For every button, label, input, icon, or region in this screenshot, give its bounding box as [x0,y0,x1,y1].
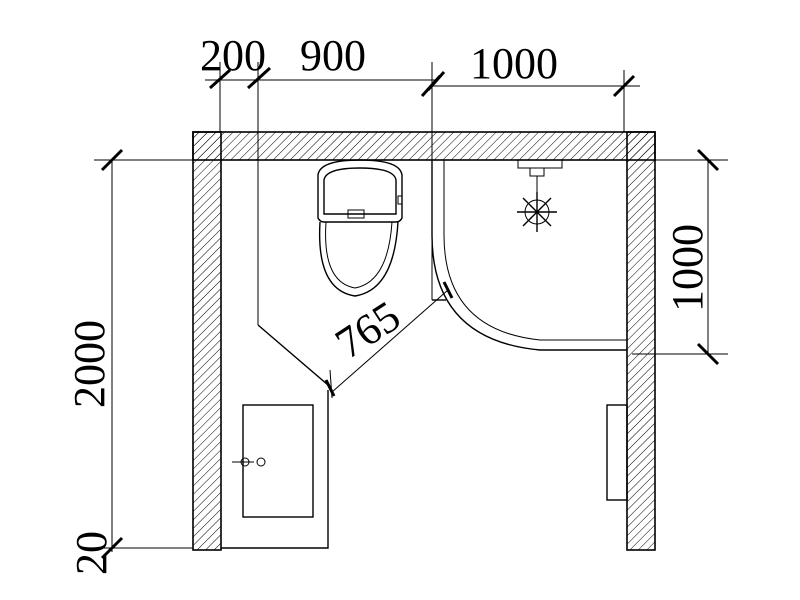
left-dimension: 2000 20 [65,148,193,575]
vanity-cabinet [221,390,329,549]
dim-200: 200 [200,31,266,80]
wall-shelf [606,404,628,501]
walls [192,131,656,551]
top-dimension: 200 900 1000 [200,31,640,325]
dim-1000-right: 1000 [663,224,712,312]
cabinet-handle-icon [240,457,250,467]
dim-900: 900 [300,31,366,80]
dim-765: 765 [327,291,409,368]
shower-head-icon [517,159,563,232]
dim-1000-top: 1000 [470,39,558,88]
shower-enclosure [431,160,627,351]
wall-right [626,131,656,551]
dim-2000: 2000 [65,320,114,408]
dim-20: 20 [67,531,116,575]
wall-top [192,131,656,161]
wall-left [192,131,222,551]
cabinet-knob-icon [256,457,266,467]
diagonal-dimension: 765 [257,281,454,399]
right-dimension: 1000 [632,148,728,366]
toilet [317,159,403,297]
